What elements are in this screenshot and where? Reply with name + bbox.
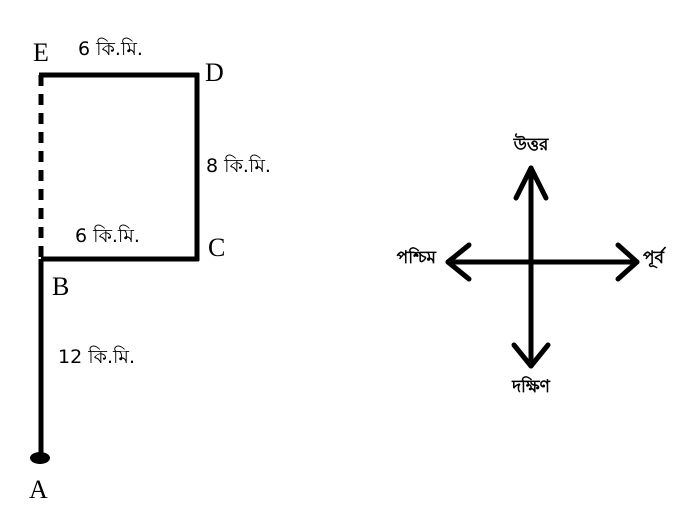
compass-rose [445,165,640,369]
direction-south: দক্ষিণ [511,375,551,397]
compass-east-arrowhead [615,242,640,282]
start-point-a [30,452,50,464]
distance-bc: 6 কি.মি. [75,225,140,247]
compass-west-arrowhead [445,242,472,282]
direction-west: পশ্চিম [397,246,437,268]
compass-north-arrowhead [513,165,549,201]
label-point-e: E [33,38,49,67]
label-point-d: D [205,58,224,87]
compass-south-arrowhead [511,342,551,369]
direction-east: পূর্ব [643,246,667,268]
label-point-b: B [52,272,69,301]
direction-north: উত্তর [513,133,549,155]
label-point-c: C [208,233,225,262]
label-point-a: A [29,475,48,504]
distance-cd: 8 কি.মি. [206,155,271,177]
distance-ab: 12 কি.মি. [58,346,135,368]
distance-de: 6 কি.মি. [78,38,143,60]
